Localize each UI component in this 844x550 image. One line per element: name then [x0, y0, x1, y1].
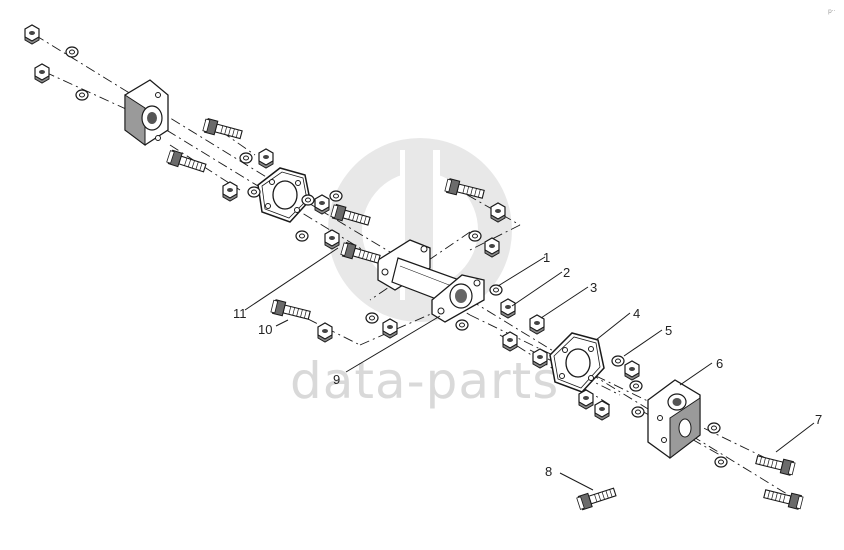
callout-4: 4: [633, 306, 640, 321]
right-gasket: [549, 332, 605, 393]
callout-6: 6: [716, 356, 723, 371]
callout-9: 9: [333, 372, 340, 387]
callout-5: 5: [665, 323, 672, 338]
corner-mark: p··: [828, 8, 836, 15]
callout-10: 10: [258, 322, 272, 337]
center-pipe: [377, 239, 485, 323]
callout-7: 7: [815, 412, 822, 427]
callout-3: 3: [590, 280, 597, 295]
left-flange-block: [124, 79, 169, 146]
leader-lines: [244, 247, 815, 491]
callout-1: 1: [543, 250, 550, 265]
callout-11: 11: [233, 306, 247, 321]
callout-8: 8: [545, 464, 552, 479]
watermark-text: data-parts: [290, 352, 560, 410]
callout-2: 2: [563, 265, 570, 280]
right-flange-block: [647, 379, 701, 460]
left-gasket: [257, 167, 311, 223]
